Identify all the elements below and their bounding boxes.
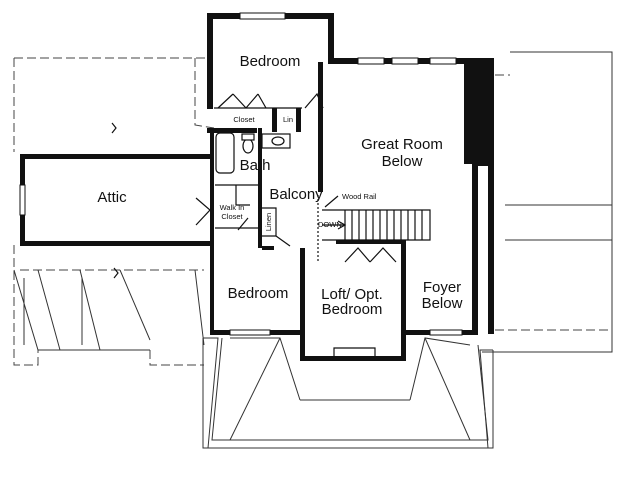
label-walk-in-line2: Closet	[221, 212, 243, 221]
roof-outline	[13, 51, 613, 449]
label-great-room-line2: Below	[382, 153, 423, 170]
label-balcony: Balcony	[269, 186, 323, 203]
label-wood-rail: Wood Rail	[342, 192, 377, 201]
label-linen-side: Linen	[264, 213, 273, 231]
label-bedroom-bottom: Bedroom	[228, 285, 289, 302]
label-bath: Bath	[240, 157, 271, 174]
label-attic: Attic	[97, 189, 127, 206]
label-bedroom-top: Bedroom	[240, 53, 301, 70]
label-foyer-line1: Foyer	[423, 279, 461, 296]
label-walk-in-line1: Walk In	[220, 203, 245, 212]
label-loft-line1: Loft/ Opt.	[321, 286, 383, 303]
toilet-icon	[242, 138, 254, 154]
label-linen-top: Lin	[283, 115, 293, 124]
label-down: DOWN	[318, 220, 342, 229]
label-closet: Closet	[233, 115, 255, 124]
label-foyer-line2: Below	[422, 295, 463, 312]
label-great-room-line1: Great Room	[361, 136, 443, 153]
bathtub-icon	[215, 132, 235, 174]
label-loft-line2: Bedroom	[322, 301, 383, 318]
staircase	[322, 209, 431, 241]
room-labels: Bedroom Closet Lin Bath Great Room Below…	[97, 53, 462, 318]
details	[19, 12, 463, 356]
